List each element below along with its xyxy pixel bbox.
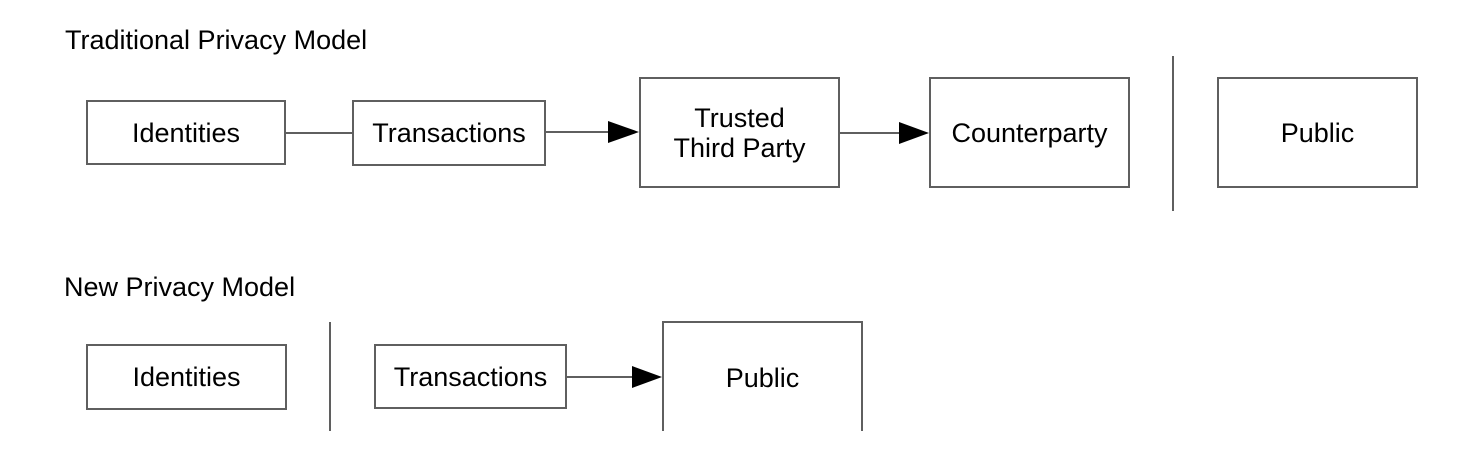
connector-transactions-to-ttp-arrowhead-icon — [608, 121, 639, 143]
traditional-public-box: Public — [1217, 77, 1418, 188]
counterparty-label: Counterparty — [951, 117, 1108, 148]
new-model-title: New Privacy Model — [64, 272, 296, 302]
traditional-identities-box: Identities — [86, 100, 286, 165]
new-identities-label: Identities — [132, 362, 241, 392]
counterparty-box: Counterparty — [929, 77, 1130, 188]
new-identities-box: Identities — [86, 344, 287, 410]
traditional-transactions-label: Transactions — [372, 118, 526, 148]
connector-ttp-to-counterparty-arrowhead-icon — [899, 122, 929, 144]
trusted-third-party-box: Trusted Third Party — [639, 77, 840, 188]
traditional-identities-label: Identities — [131, 117, 241, 148]
new-transactions-label: Transactions — [393, 361, 548, 392]
new-public-label: Public — [725, 363, 800, 393]
trusted-third-party-label-line1: Trusted — [694, 102, 785, 133]
trusted-third-party-label-line2: Third Party — [673, 132, 806, 163]
new-public-box: Public — [662, 321, 863, 431]
connector-transactions-to-public-arrowhead-icon — [632, 366, 662, 388]
traditional-transactions-box: Transactions — [352, 100, 546, 166]
new-transactions-box: Transactions — [374, 344, 567, 409]
traditional-model-title: Traditional Privacy Model — [65, 25, 368, 55]
traditional-public-label: Public — [1280, 117, 1355, 148]
